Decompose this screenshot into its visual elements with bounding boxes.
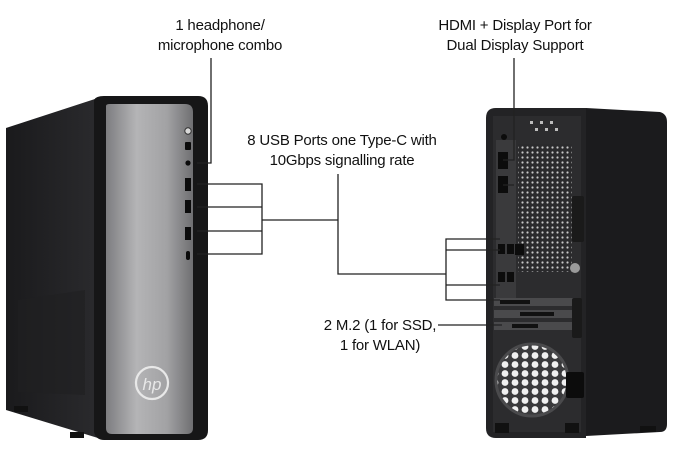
front-usb-bracket	[197, 183, 263, 255]
rear-side-panel	[586, 108, 667, 436]
front-tower: hp	[6, 96, 208, 440]
m2-callout-line1: 2 M.2 (1 for SSD,	[323, 317, 437, 334]
headphone-callout-line2: microphone combo	[157, 37, 283, 54]
usb-callout-line	[337, 174, 446, 275]
usb-callout-line2: 10Gbps signalling rate	[269, 152, 415, 169]
hdmi-callout: HDMI + Display Port for Dual Display Sup…	[405, 16, 625, 56]
hdmi-callout-line2: Dual Display Support	[446, 37, 584, 54]
svg-text:hp: hp	[143, 375, 162, 394]
front-usb-port	[185, 178, 191, 191]
headphone-callout: 1 headphone/ microphone combo	[140, 16, 300, 56]
power-button	[184, 127, 192, 135]
rear-tower	[486, 108, 667, 438]
rear-vent-mesh	[518, 144, 572, 272]
headphone-callout-line1: 1 headphone/	[175, 17, 265, 34]
front-usbc-port	[186, 251, 190, 260]
rear-usb-port	[498, 244, 505, 254]
ethernet-port	[515, 244, 524, 255]
m2-callout-line2: 1 for WLAN)	[339, 337, 421, 354]
rear-audio-jack	[501, 134, 507, 140]
usb-callout: 8 USB Ports one Type-C with 10Gbps signa…	[232, 131, 452, 171]
rear-usb-port	[498, 272, 505, 282]
usb-callout-line1: 8 USB Ports one Type-C with	[247, 132, 437, 149]
expansion-slots	[494, 298, 578, 330]
rear-usb-port	[507, 244, 514, 254]
psu-fan-grille	[494, 342, 570, 418]
m2-callout: 2 M.2 (1 for SSD, 1 for WLAN)	[310, 316, 450, 356]
audio-jack	[185, 160, 191, 166]
hdmi-callout-line1: HDMI + Display Port for	[438, 17, 592, 34]
hp-logo: hp	[134, 365, 170, 401]
front-usb-port	[185, 200, 191, 213]
front-usb-port	[185, 227, 191, 240]
rear-usb-bracket	[445, 238, 500, 301]
callout-lines	[197, 58, 515, 326]
tower-front-panel	[106, 104, 193, 434]
headphone-callout-line	[197, 58, 212, 164]
rear-usb-port	[507, 272, 514, 282]
power-socket	[566, 372, 584, 398]
hdmi-callout-line	[503, 58, 515, 161]
front-port-column	[184, 127, 192, 260]
